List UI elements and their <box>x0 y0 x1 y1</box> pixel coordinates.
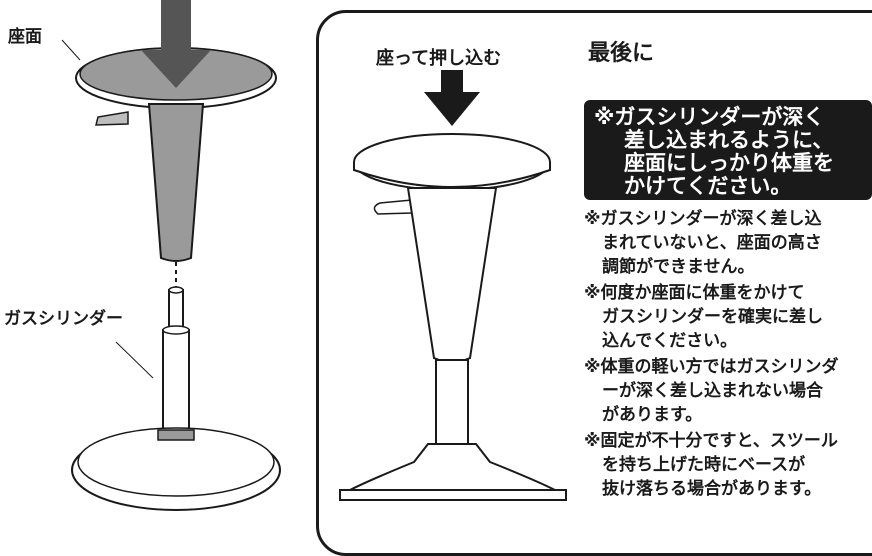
assembled-stool-illustration <box>339 70 567 501</box>
base-part <box>71 427 281 511</box>
callout-line: 差し込まれるように、 <box>624 128 834 152</box>
note-line: 抜け落ちる場合があります。 <box>602 479 822 499</box>
note-line: ガスシリンダーを確実に差し <box>602 307 823 327</box>
callout-line: ※ガスシリンダーが深く <box>594 105 825 129</box>
seat-label: 座面 <box>8 27 42 47</box>
warning-callout: ※ガスシリンダーが深く 差し込まれるように、 座面にしっかり体重を かけてくださ… <box>584 100 872 200</box>
callout-text: ※ガスシリンダーが深く 差し込まれるように、 座面にしっかり体重を かけてくださ… <box>594 106 866 198</box>
note-line: 込んでください。 <box>602 331 738 351</box>
note-line: を持ち上げた時にベースが <box>602 455 806 475</box>
note-line: ーが深く差し込まれない場合 <box>602 381 823 401</box>
callout-line: 座面にしっかり体重を <box>624 151 834 175</box>
instruction-label: 座って押し込む <box>376 48 502 69</box>
note-line: 調節ができません。 <box>602 257 755 277</box>
note-line: ※ガスシリンダーが深く差し込 <box>584 209 822 229</box>
callout-line: かけてください。 <box>624 174 792 198</box>
note-line: ※何度か座面に体重をかけて <box>584 283 805 303</box>
note-line: ※体重の軽い方ではガスシリンダ <box>584 357 839 377</box>
gas-cylinder-label: ガスシリンダー <box>4 309 123 329</box>
exploded-stool-illustration <box>61 0 281 511</box>
down-arrow-icon <box>424 70 480 126</box>
panel-title: 最後に <box>588 41 655 66</box>
note-line: があります。 <box>602 405 703 425</box>
note-line: ※固定が不十分ですと、スツール <box>584 431 838 451</box>
gas-cylinder-part <box>162 286 190 433</box>
note-line: まれていないと、座面の高さ <box>602 233 822 253</box>
down-arrow-icon <box>141 0 211 88</box>
